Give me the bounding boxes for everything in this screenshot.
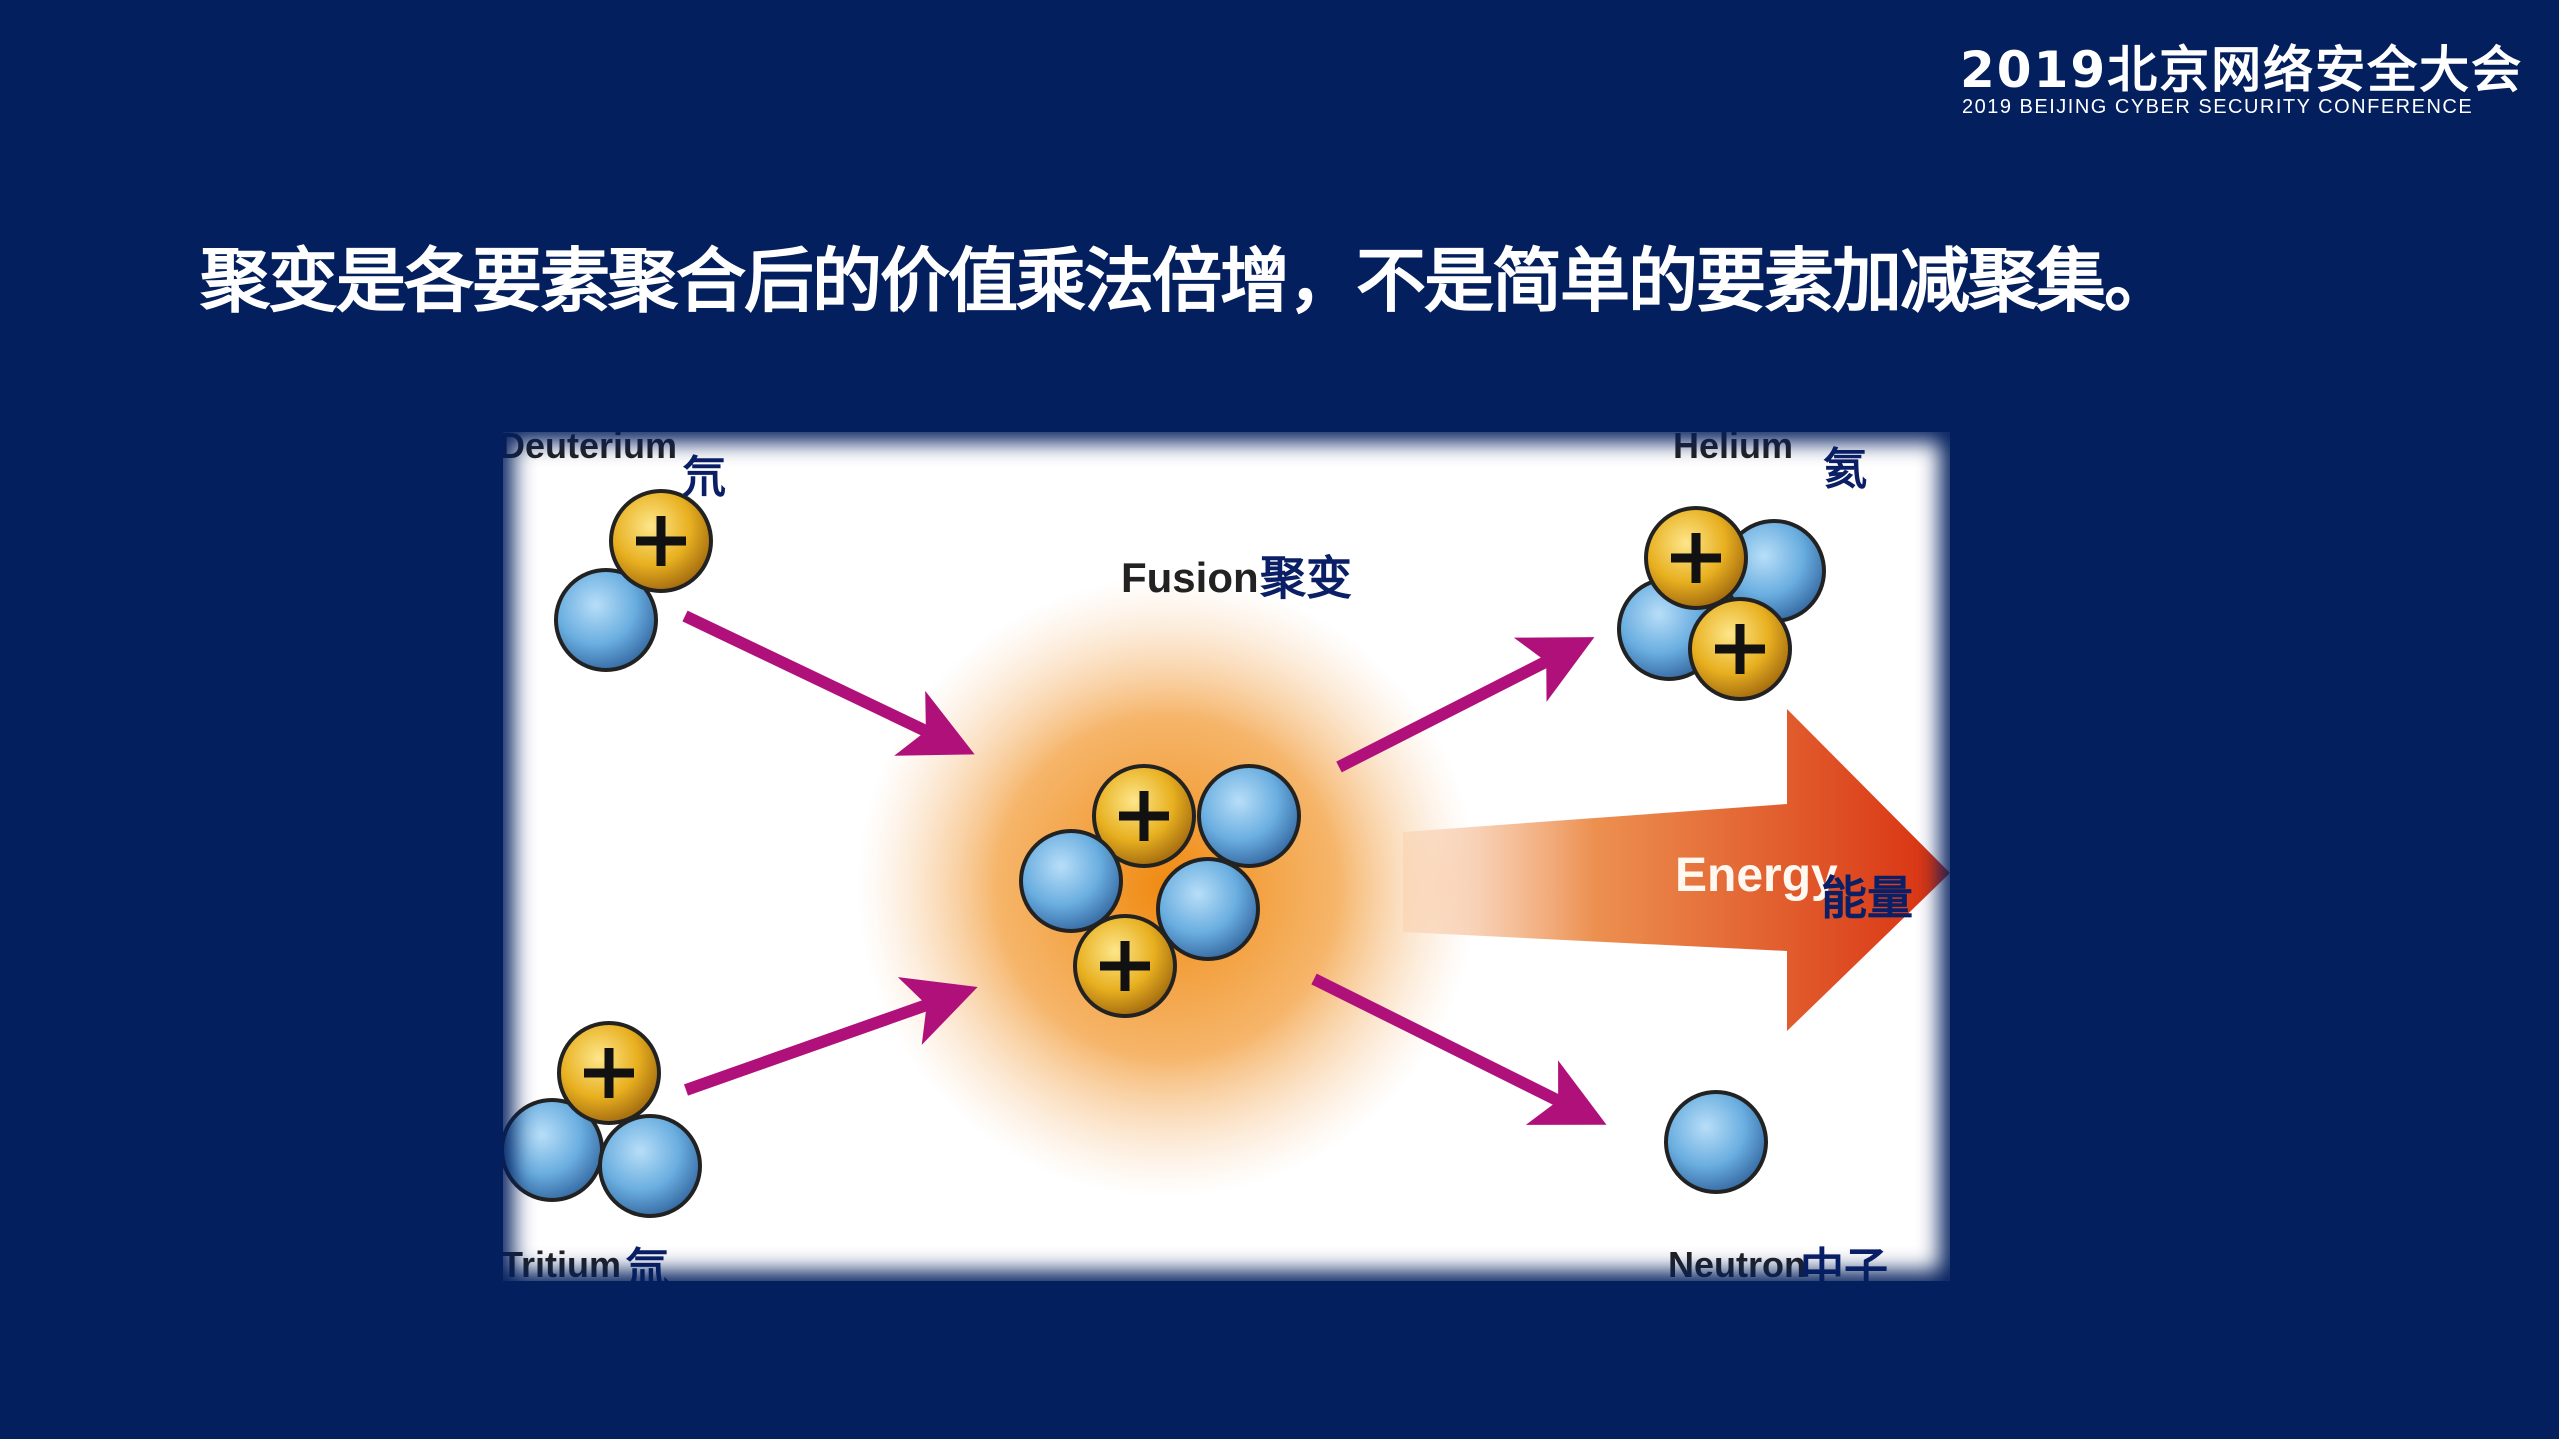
tritium-nucleus [503, 1021, 702, 1218]
neutron [554, 568, 658, 672]
label-tritium-cn: 氚 [625, 1244, 669, 1281]
proton [1688, 597, 1792, 701]
fusion-diagram-svg: Deuterium 氘 Fusion 聚变 Helium 氦 Energy 能量… [503, 432, 1950, 1281]
arrow-tritium-to-fusion [684, 977, 978, 1096]
arrow-deuterium-to-fusion [682, 610, 975, 756]
label-fusion-en: Fusion [1121, 554, 1259, 601]
slide-title: 聚变是各要素聚合后的价值乘法倍增，不是简单的要素加减聚集。 [200, 240, 2174, 322]
fusion-diagram: Deuterium 氘 Fusion 聚变 Helium 氦 Energy 能量… [503, 432, 1950, 1281]
label-helium-en: Helium [1673, 432, 1793, 466]
deuterium-nucleus [554, 489, 713, 672]
label-energy-en: Energy [1675, 849, 1838, 902]
arrow-fusion-to-helium [1336, 637, 1595, 773]
proton [1644, 506, 1748, 610]
free-neutron [1664, 1090, 1768, 1194]
neutron [598, 1114, 702, 1218]
neutron [1156, 857, 1260, 961]
label-neutron-cn: 中子 [1800, 1244, 1888, 1281]
neutron [1019, 829, 1123, 933]
proton [557, 1021, 661, 1125]
energy-arrow [1403, 709, 1950, 1031]
neutron [1197, 764, 1301, 868]
proton [609, 489, 713, 593]
proton [1073, 914, 1177, 1018]
arrow-fusion-to-neutron [1311, 973, 1607, 1125]
label-tritium-en: Tritium [503, 1244, 621, 1281]
helium-nucleus [1617, 506, 1826, 701]
label-fusion-cn: 聚变 [1259, 551, 1352, 605]
label-deuterium-en: Deuterium [503, 432, 677, 466]
label-energy-cn: 能量 [1821, 871, 1913, 925]
label-helium-cn: 氦 [1823, 444, 1867, 495]
label-neutron-en: Neutron [1668, 1244, 1806, 1281]
proton [1092, 764, 1196, 868]
fusion-nucleus [1019, 764, 1301, 1018]
label-deuterium-cn: 氘 [682, 452, 726, 503]
conference-title-en: 2019 BEIJING CYBER SECURITY CONFERENCE [1962, 96, 2474, 118]
conference-title-cn: 2019北京网络安全大会 [1960, 41, 2524, 99]
